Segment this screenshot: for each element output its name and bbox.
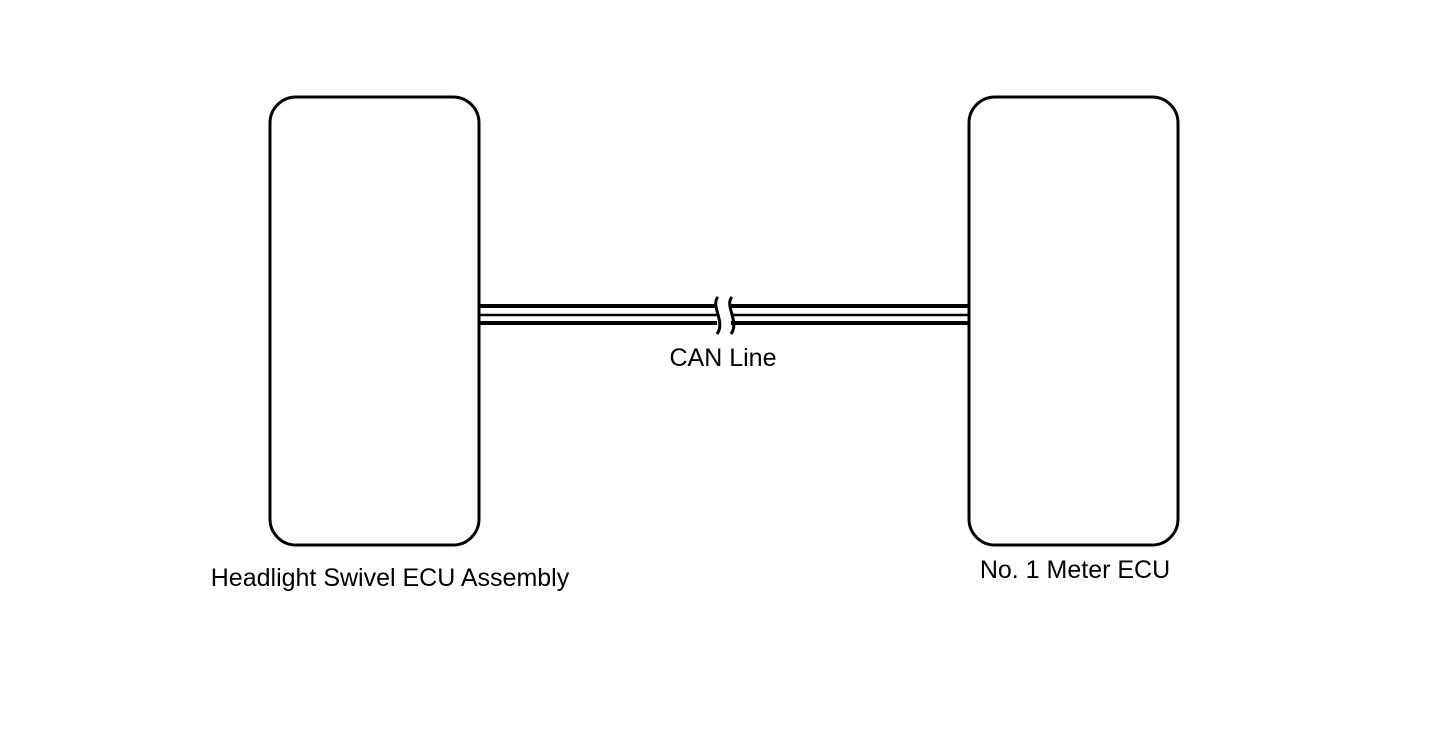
can-line-label: CAN Line — [670, 344, 777, 372]
headlight-swivel-ecu-label: Headlight Swivel ECU Assembly — [211, 564, 570, 592]
line-break-icon — [728, 295, 736, 335]
line-break-icon — [714, 295, 722, 335]
headlight-swivel-ecu-box — [268, 95, 481, 547]
can-line-wire — [479, 295, 969, 335]
meter-ecu-box — [967, 95, 1180, 547]
meter-ecu-label: No. 1 Meter ECU — [980, 556, 1170, 584]
